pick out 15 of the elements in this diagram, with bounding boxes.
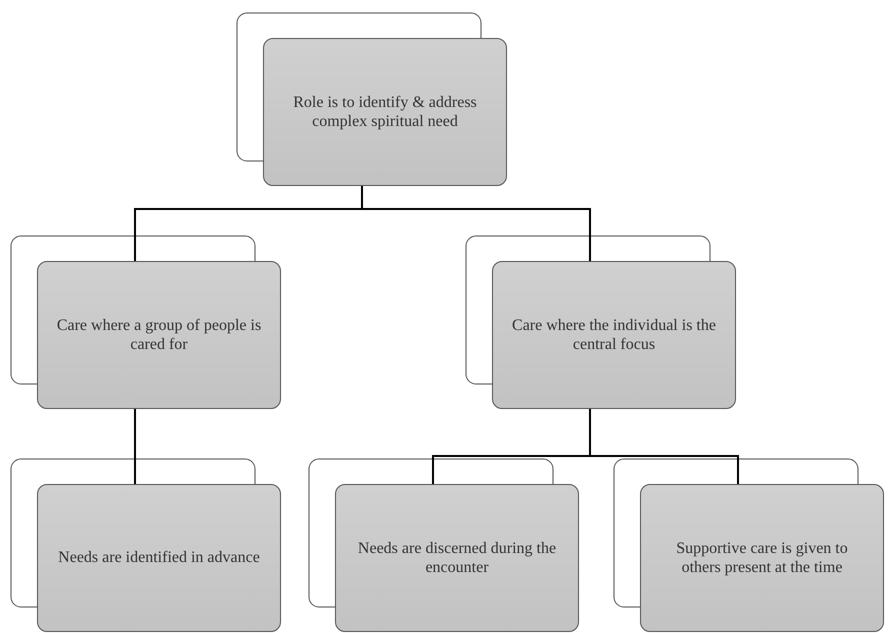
connector-line <box>361 186 591 261</box>
connector-line <box>589 409 739 484</box>
process-box <box>37 484 281 632</box>
process-box <box>492 261 736 409</box>
box-text: Supportive care is given to others present at the time <box>675 538 849 578</box>
box-text: Care where a group of people is cared for <box>56 316 262 354</box>
connector-line <box>134 409 136 484</box>
process-box <box>263 38 507 186</box>
box-text: Care where the individual is the central focus <box>511 316 717 354</box>
box-text: Needs are identified in advance <box>58 548 260 568</box>
process-box <box>640 484 884 632</box>
box-text: Needs are discerned during the encounter <box>356 538 558 578</box>
process-box <box>335 484 579 632</box>
process-box <box>37 261 281 409</box>
box-text: Role is to identify & address complex spiritual need <box>292 92 478 132</box>
